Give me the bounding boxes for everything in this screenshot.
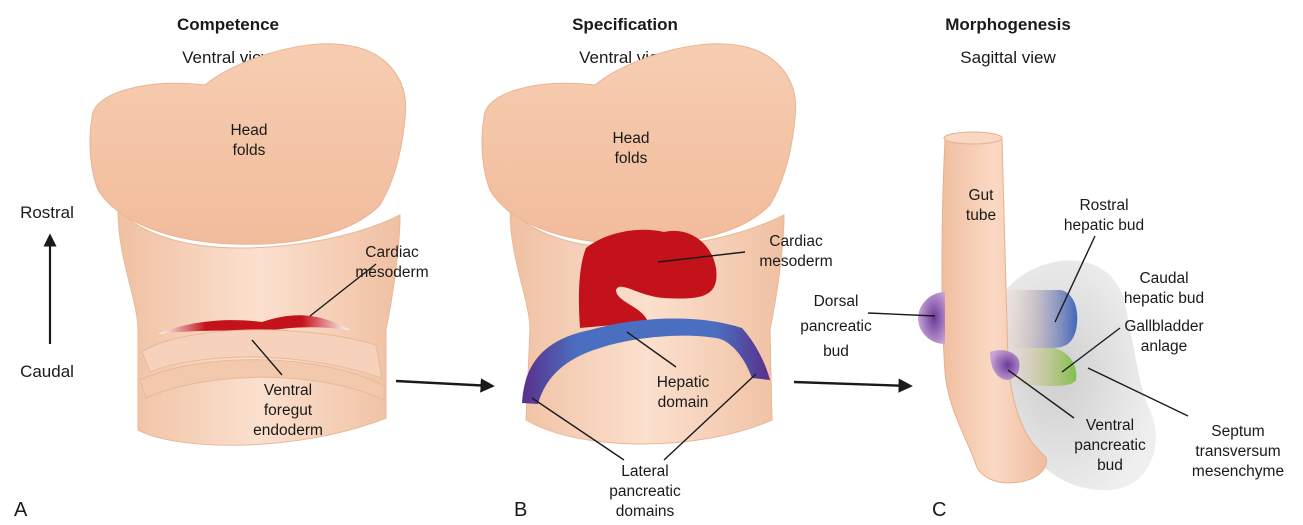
panel-c-ventral-label-3: bud xyxy=(1097,457,1123,474)
panel-b-lateral-label-1: Lateral xyxy=(621,463,668,480)
panel-a-letter: A xyxy=(14,499,28,521)
arrow-b-to-c xyxy=(793,378,913,393)
panel-c-septum-label-2: transversum xyxy=(1195,443,1280,460)
panel-a-endoderm-label-1: Ventral xyxy=(264,382,312,399)
panel-a-head-folds-label-1: Head xyxy=(230,122,267,139)
panel-b-lateral-label-3: domains xyxy=(616,503,675,520)
panel-a-endoderm-leader xyxy=(251,339,283,376)
panel-c-ventral-label-1: Ventral xyxy=(1086,417,1134,434)
panel-c-title: Morphogenesis xyxy=(945,15,1071,34)
panel-b-cardiac-mesoderm-shape xyxy=(578,229,717,328)
panel-c-septum-label-1: Septum xyxy=(1211,423,1264,440)
panel-a-endoderm-rim xyxy=(139,359,385,401)
panel-c-gut-tube-label-1: Gut xyxy=(969,187,995,204)
panel-c-gut-tube-top xyxy=(943,131,1003,145)
panel-a-endoderm-label-2: foregut xyxy=(264,402,313,419)
panel-c-letter: C xyxy=(932,499,946,521)
panel-b-head-folds-label-2: folds xyxy=(615,150,648,167)
panel-b-hepatic-label-2: domain xyxy=(658,394,709,411)
panel-b-letter: B xyxy=(514,499,527,521)
panel-b-cardiac-label-2: mesoderm xyxy=(759,253,832,270)
panel-c-dorsal-leader xyxy=(867,312,936,317)
panel-a: Competence Ventral view Head folds Cardi… xyxy=(14,15,429,521)
panel-c-ventral-label-2: pancreatic xyxy=(1074,437,1146,454)
panel-c-gut-tube-label-2: tube xyxy=(966,207,996,224)
panel-b-cardiac-label-1: Cardiac xyxy=(769,233,823,250)
panel-b-cardiac-leader xyxy=(657,251,746,263)
panel-c-septum-label-3: mesenchyme xyxy=(1192,463,1284,480)
panel-b-hepatic-domain-shape xyxy=(522,318,770,404)
panel-c-dorsal-label-1: Dorsal xyxy=(814,293,859,310)
panel-c-rostral-hepatic-bud-shape xyxy=(1006,290,1078,348)
rostral-caudal-axis: Rostral Caudal xyxy=(20,203,74,381)
panel-c-dorsal-pancreatic-bud-shape xyxy=(918,292,945,344)
panel-c: Morphogenesis Sagittal view Gut tube Ros… xyxy=(800,15,1284,521)
rostral-label: Rostral xyxy=(20,203,74,222)
panel-a-head-folds xyxy=(89,43,407,245)
panel-b: Specification Ventral view Head folds Ca… xyxy=(481,15,833,521)
panel-c-gallbladder-label-1: Gallbladder xyxy=(1124,318,1203,335)
caudal-label: Caudal xyxy=(20,362,74,381)
panel-a-endoderm-label-3: endoderm xyxy=(253,422,323,439)
panel-b-head-folds xyxy=(481,43,797,245)
panel-c-gallbladder-label-2: anlage xyxy=(1141,338,1188,355)
panel-a-cardiac-mesoderm-shape xyxy=(158,315,350,334)
panel-b-lateral-leader-right xyxy=(663,373,757,461)
panel-a-cardiac-leader xyxy=(309,263,377,317)
panel-c-ventral-leader xyxy=(1007,369,1075,419)
panel-c-gallbladder-leader xyxy=(1061,327,1121,373)
panel-c-rostral-label-2: hepatic bud xyxy=(1064,217,1144,234)
panel-c-dorsal-label-2: pancreatic xyxy=(800,318,872,335)
panel-a-cardiac-label-2: mesoderm xyxy=(355,264,428,281)
panel-a-title: Competence xyxy=(177,15,279,34)
panel-b-lateral-leader-left xyxy=(531,397,625,461)
panel-c-dorsal-label-3: bud xyxy=(823,343,849,360)
panel-c-caudal-label-2: hepatic bud xyxy=(1124,290,1204,307)
panel-b-title: Specification xyxy=(572,15,678,34)
arrow-a-to-b xyxy=(395,378,495,393)
panel-a-head-folds-label-2: folds xyxy=(233,142,266,159)
panel-b-hepatic-label-1: Hepatic xyxy=(657,374,710,391)
panel-c-view: Sagittal view xyxy=(960,48,1056,67)
panel-c-rostral-label-1: Rostral xyxy=(1079,197,1128,214)
panel-c-septum-leader xyxy=(1087,367,1189,417)
panel-a-cardiac-label-1: Cardiac xyxy=(365,244,419,261)
panel-a-foregut-endoderm-shape xyxy=(141,329,383,379)
panel-c-rostral-leader xyxy=(1054,235,1096,323)
panel-c-gallbladder-shape xyxy=(1010,348,1077,386)
panel-c-caudal-label-1: Caudal xyxy=(1139,270,1188,287)
panel-b-head-folds-label-1: Head xyxy=(612,130,649,147)
panel-b-hepatic-leader xyxy=(626,331,677,368)
panel-b-lateral-label-2: pancreatic xyxy=(609,483,681,500)
